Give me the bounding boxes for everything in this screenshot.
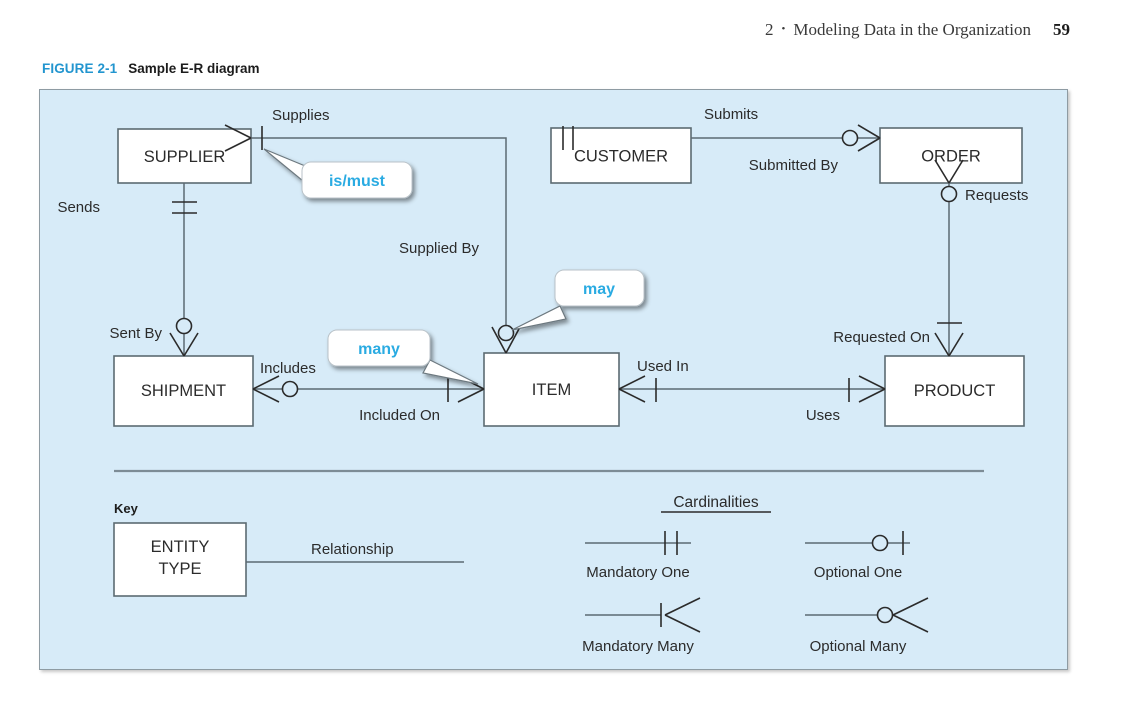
entity-product[interactable]: PRODUCT: [884, 355, 1025, 427]
legend-cardinality-mandatory-one-label: Mandatory One: [586, 564, 689, 581]
rel-label-submits: Submits: [704, 106, 758, 123]
cardinality-supplies-supplier-mandatory-many: [224, 124, 263, 152]
entity-customer[interactable]: CUSTOMER: [550, 127, 692, 184]
rel-label-supplies: Supplies: [272, 107, 330, 124]
cardinality-sent-by-shipment-optional-many: [169, 317, 199, 357]
legend-cardinality-mandatory-one: Mandatory One: [585, 531, 691, 581]
entity-supplier-label: SUPPLIER: [144, 148, 226, 166]
rel-label-includes: Includes: [260, 360, 316, 377]
page-number: 59: [1053, 20, 1070, 39]
rel-label-submitted-by: Submitted By: [749, 157, 839, 174]
cardinality-includes-shipment-optional-many: [252, 375, 299, 403]
chapter-title: Modeling Data in the Organization: [793, 20, 1031, 39]
cardinalities-heading: Cardinalities: [673, 494, 759, 511]
entity-product-label: PRODUCT: [914, 382, 996, 400]
key-heading: Key: [114, 501, 139, 516]
legend-cardinality-optional-many: Optional Many: [805, 597, 929, 655]
callout-may-text: may: [583, 281, 615, 298]
figure-caption: FIGURE 2-1 Sample E-R diagram: [42, 61, 260, 76]
legend-entity-type-box: ENTITY TYPE: [113, 522, 247, 597]
legend-cardinality-optional-one-label: Optional One: [814, 564, 902, 581]
entity-supplier[interactable]: SUPPLIER: [117, 128, 252, 184]
rel-label-requested-on: Requested On: [833, 329, 930, 346]
legend-cardinality-mandatory-many-label: Mandatory Many: [582, 638, 694, 655]
entity-order[interactable]: ORDER: [879, 127, 1023, 184]
cardinality-submitted-by-order-optional-many: [841, 124, 881, 152]
er-diagram-canvas: SUPPLIER CUSTOMER ORDER SHIPMENT ITEM PR: [57, 106, 1028, 655]
legend-entity-line2: TYPE: [158, 560, 201, 578]
diagram-panel: SUPPLIER CUSTOMER ORDER SHIPMENT ITEM PR: [39, 89, 1068, 670]
cardinality-supplied-by-item-optional-many: [491, 324, 521, 354]
entity-customer-label: CUSTOMER: [574, 148, 668, 166]
entity-order-label: ORDER: [921, 148, 981, 166]
callout-is-must: is/must: [263, 148, 413, 199]
rel-label-supplied-by: Supplied By: [399, 240, 480, 257]
rel-label-uses: Uses: [806, 407, 840, 424]
callout-may: may: [511, 269, 645, 331]
figure-title: Sample E-R diagram: [128, 61, 260, 76]
cardinality-uses-product-mandatory-many: [848, 375, 886, 403]
legend-cardinality-mandatory-many: Mandatory Many: [582, 597, 701, 655]
cardinality-used-in-item-mandatory-many: [618, 375, 657, 403]
chapter-number: 2: [765, 20, 774, 39]
callout-is-must-text: is/must: [329, 173, 386, 190]
legend-cardinality-optional-many-label: Optional Many: [810, 638, 907, 655]
cardinality-requested-on-product-mandatory-many: [934, 322, 964, 357]
cardinalities-heading-group: Cardinalities: [661, 494, 771, 513]
entity-shipment[interactable]: SHIPMENT: [113, 355, 254, 427]
entity-shipment-label: SHIPMENT: [141, 382, 226, 400]
rel-label-used-in: Used In: [637, 358, 689, 375]
running-head: 2 • Modeling Data in the Organization 59: [765, 20, 1070, 40]
rel-label-sends: Sends: [57, 199, 100, 216]
cardinality-sends-supplier-mandatory-one: [172, 201, 197, 214]
legend-entity-line1: ENTITY: [151, 538, 210, 556]
figure-label: FIGURE 2-1: [42, 61, 118, 76]
legend-relationship-label: Relationship: [311, 541, 394, 558]
callout-many: many: [327, 329, 479, 385]
rel-label-requests: Requests: [965, 187, 1028, 204]
rel-label-included-on: Included On: [359, 407, 440, 424]
entity-item-label: ITEM: [532, 381, 571, 399]
rel-label-sent-by: Sent By: [109, 325, 162, 342]
callout-many-text: many: [358, 341, 400, 358]
bullet-separator: •: [781, 23, 786, 35]
connector-supplies: [251, 137, 507, 337]
cardinality-submits-customer-mandatory-one: [562, 126, 574, 150]
entity-item[interactable]: ITEM: [483, 352, 620, 427]
cardinality-requests-order-optional-many: [934, 159, 964, 203]
legend-cardinality-optional-one: Optional One: [805, 531, 910, 581]
